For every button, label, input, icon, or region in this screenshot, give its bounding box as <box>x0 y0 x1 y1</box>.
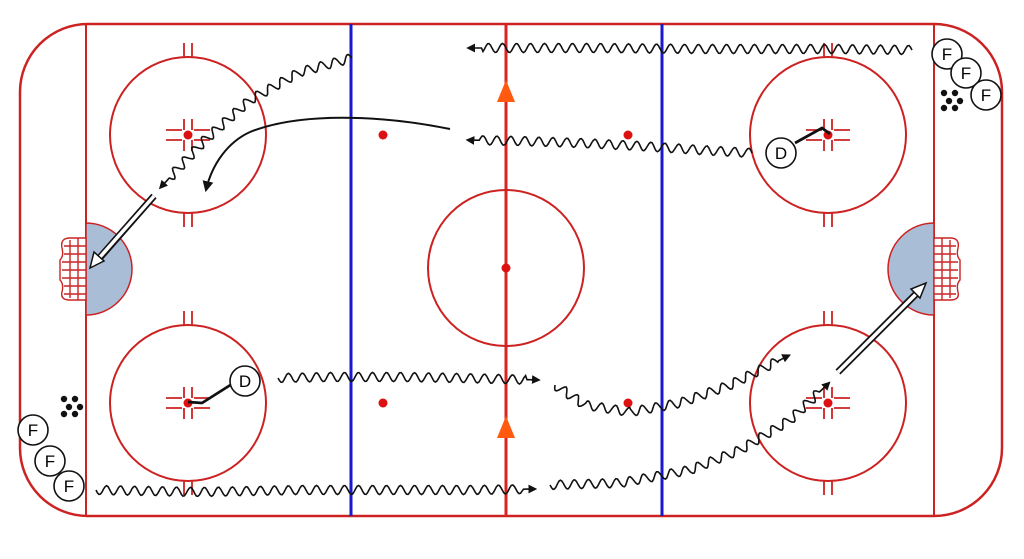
svg-text:F: F <box>961 64 971 83</box>
skating-path-bottom-curl <box>549 381 831 491</box>
pass-path-top <box>202 116 451 193</box>
faceoff-circle <box>109 43 267 227</box>
cone-bottom <box>497 416 515 438</box>
skating-path-bottom <box>95 484 538 498</box>
skating-paths <box>95 42 913 498</box>
skating-path-d-top <box>465 135 753 158</box>
skating-path-top-curl <box>158 53 353 190</box>
faceoff-circle <box>109 311 267 495</box>
faceoff-circles <box>109 43 907 495</box>
forward-player: F <box>970 79 1002 111</box>
cone-top <box>497 80 515 102</box>
svg-text:D: D <box>239 372 251 391</box>
pass-arrow-right <box>835 281 928 375</box>
faceoff-dot <box>183 130 193 140</box>
neutral-dot-top-right <box>623 130 633 140</box>
skating-path-top <box>466 42 913 56</box>
defense-player-top-right: D <box>765 137 797 169</box>
defense-player-bottom-left: D <box>229 365 261 397</box>
svg-text:F: F <box>981 86 991 105</box>
puck-pile-top-right <box>940 89 964 112</box>
goal-net-left <box>59 237 87 301</box>
forward-player: F <box>931 38 963 70</box>
neutral-dot-bottom-right <box>623 398 633 408</box>
svg-text:F: F <box>64 477 74 496</box>
forward-player: F <box>950 57 982 89</box>
forward-player: F <box>53 470 85 502</box>
defense-stick-top-right <box>794 126 831 145</box>
forward-group-bottom-left: F F F <box>17 414 85 502</box>
goal-crease-left <box>85 222 133 316</box>
skating-path-d-bottom-curl <box>553 354 791 417</box>
forward-player: F <box>34 445 66 477</box>
forward-group-top-right: F F F <box>931 38 1002 111</box>
svg-text:F: F <box>942 45 952 64</box>
svg-text:D: D <box>775 144 787 163</box>
forward-player: F <box>17 414 49 446</box>
center-faceoff-dot <box>501 263 511 273</box>
defense-stick-bottom-left <box>187 382 233 405</box>
pass-arrow-left <box>88 193 157 270</box>
neutral-dot-bottom-left <box>378 398 388 408</box>
puck-pile-bottom-left <box>60 395 84 418</box>
svg-text:F: F <box>45 452 55 471</box>
svg-text:F: F <box>28 421 38 440</box>
faceoff-circle <box>749 43 907 227</box>
skating-path-d-bottom <box>277 371 541 385</box>
faceoff-circle <box>749 311 907 495</box>
neutral-dot-top-left <box>378 130 388 140</box>
faceoff-dot <box>823 398 833 408</box>
center-circle <box>427 189 585 347</box>
goal-net-right <box>933 237 961 301</box>
